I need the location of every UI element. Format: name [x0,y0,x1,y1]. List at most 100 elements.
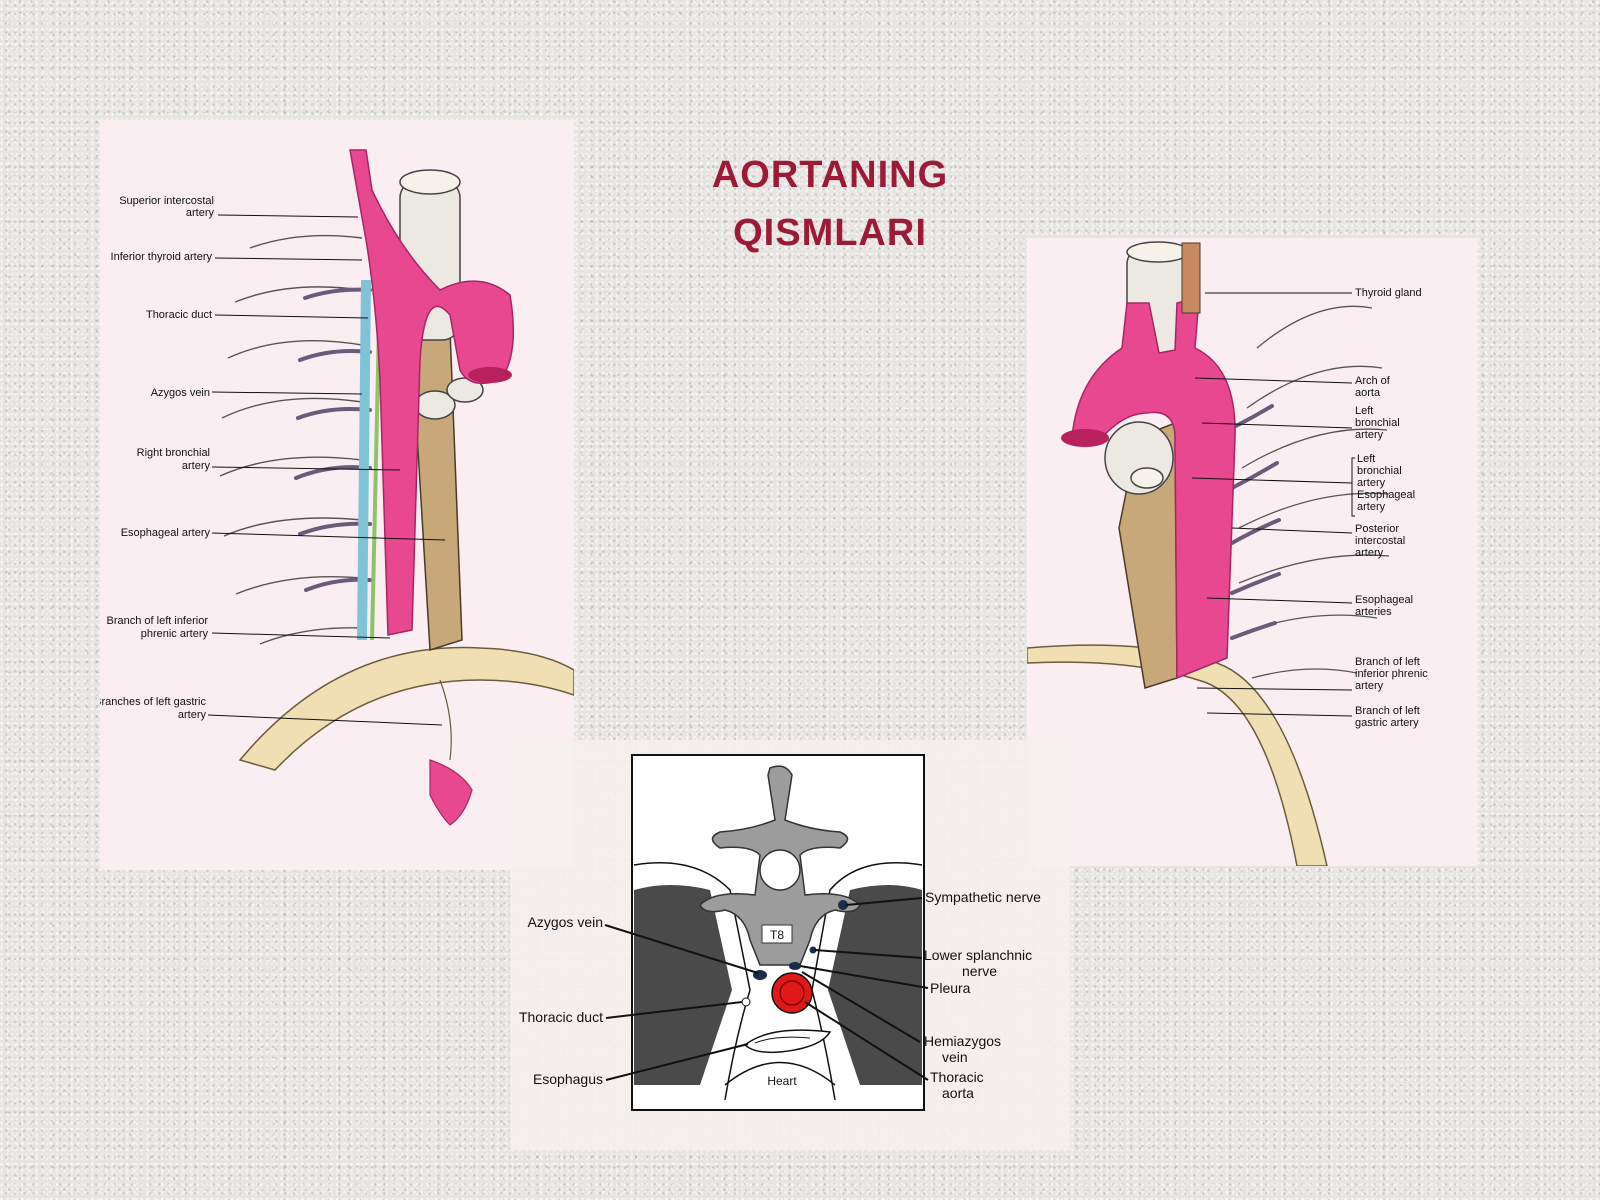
slide-title-line-1: AORTANING [711,154,949,196]
cross-label-thoracic-duct: Thoracic duct [519,1009,603,1025]
cross-label-lower-splanchnic-1: Lower splanchnic [924,947,1032,963]
right-label-left-bronchial-1-3: artery [1355,429,1384,441]
right-label-arch-1: Arch of [1355,375,1391,387]
cross-label-esophagus: Esophagus [533,1071,603,1087]
right-label-left-gastric-2: gastric artery [1355,717,1419,729]
vertebra-label-box [761,924,793,944]
right-leader-lines [1191,292,1353,717]
lower-splanchnic-nerve-dot [809,946,817,954]
right-aorta-cut-end [1061,429,1109,447]
right-label-esophageal-arteries-2: arteries [1355,606,1392,618]
left-label-azygos: Azygos vein [151,387,210,399]
right-label-bracket [1351,457,1355,517]
abdominal-aorta-shape [429,759,473,826]
right-intercostal-arteries [1230,404,1281,640]
spinal-canal-shape [759,849,801,891]
left-leader-lines [207,214,446,726]
vertebra-label: T8 [770,928,784,942]
cross-label-lower-splanchnic-2: nerve [962,963,997,979]
cross-section-panel: T8 Heart Azygos vein Thoracic duct [510,740,1070,1150]
right-label-left-bronchial-2-4: Esophageal [1357,489,1415,501]
right-label-left-bronchial-2-1: Left [1357,453,1375,465]
right-label-left-bronchial-2-3: artery [1357,477,1386,489]
hemiazygos-vein-dot [789,962,801,970]
cross-label-pleura: Pleura [930,980,971,996]
left-label-left-inferior-phrenic-2: phrenic artery [141,628,209,640]
right-label-left-gastric-1: Branch of left [1355,705,1420,717]
azygos-vein-shape [357,279,371,641]
right-label-left-inferior-phrenic-3: artery [1355,680,1384,692]
right-label-thyroid-1: Thyroid gland [1355,287,1422,299]
left-label-inferior-thyroid-1: Inferior thyroid artery [111,251,213,263]
cross-label-hemiazygos-1: Hemiazygos [924,1033,1001,1049]
gastric-branch-shape [439,679,452,761]
heart-label: Heart [767,1074,797,1088]
right-label-left-inferior-phrenic-1: Branch of left [1355,656,1420,668]
thoracic-aorta-marker [771,972,813,1014]
cross-label-thoracic-aorta-1: Thoracic [930,1069,984,1085]
right-label-arch-2: aorta [1355,387,1381,399]
right-aorta-shape [1071,297,1236,680]
left-pleura-line [811,862,923,1101]
right-label-posterior-intercostal-1: Posterior [1355,523,1399,535]
right-label-left-bronchial-2-5: artery [1357,501,1386,513]
right-label-posterior-intercostal-3: artery [1355,547,1384,559]
left-label-esophageal-1: Esophageal artery [121,527,211,539]
right-label-posterior-intercostal-2: intercostal [1355,535,1405,547]
left-label-left-inferior-phrenic-1: Branch of left inferior [107,615,209,627]
cross-label-azygos: Azygos vein [528,914,603,930]
slide-title: AORTANING QISMLARI [640,146,1020,262]
left-label-left-gastric-2: artery [178,709,207,721]
cross-esophagus-fold [754,1036,811,1044]
right-label-left-bronchial-2-2: bronchial [1357,465,1402,477]
heart-outline [724,1061,836,1086]
cross-esophagus-shape [743,1029,832,1054]
left-label-inferior-thyroid: Inferior thyroid artery [111,251,213,263]
cross-label-thoracic-aorta-2: aorta [942,1085,974,1101]
left-label-right-bronchial-2: artery [182,460,211,472]
right-label-left-bronchial-1-1: Left [1355,405,1373,417]
slide-title-line-2: QISMLARI [733,212,927,254]
left-lung-shape [828,885,922,1085]
thoracic-aorta-lumen [779,980,805,1006]
right-lung-shape [634,885,732,1085]
left-label-superior-intercostal-1: Superior intercostal [119,195,214,207]
right-label-left-inferior-phrenic-2: inferior phrenic [1355,668,1428,680]
left-label-azygos-1: Azygos vein [151,387,210,399]
thyroid-gland-shape [1181,242,1201,314]
left-aorta-cut-end [468,367,512,383]
cross-section-illustration: T8 Heart Azygos vein Thoracic duct [519,754,1041,1111]
right-label-thyroid: Thyroid gland [1355,287,1422,299]
sympathetic-nerve-dot [838,900,848,910]
left-label-right-bronchial-1: Right bronchial [137,447,210,459]
cross-label-sympathetic: Sympathetic nerve [925,889,1041,905]
right-label-esophageal-arteries-1: Esophageal [1355,594,1413,606]
cross-left-labels: Azygos vein Thoracic duct Esophagus [519,914,603,1087]
cross-leader-lines [604,897,929,1081]
thoracic-duct-dot [741,997,751,1007]
left-label-superior-intercostal-2: artery [186,207,215,219]
right-pleura-line [633,862,751,1101]
right-ribs [1238,305,1390,679]
left-label-thoracic-duct: Thoracic duct [146,309,212,321]
